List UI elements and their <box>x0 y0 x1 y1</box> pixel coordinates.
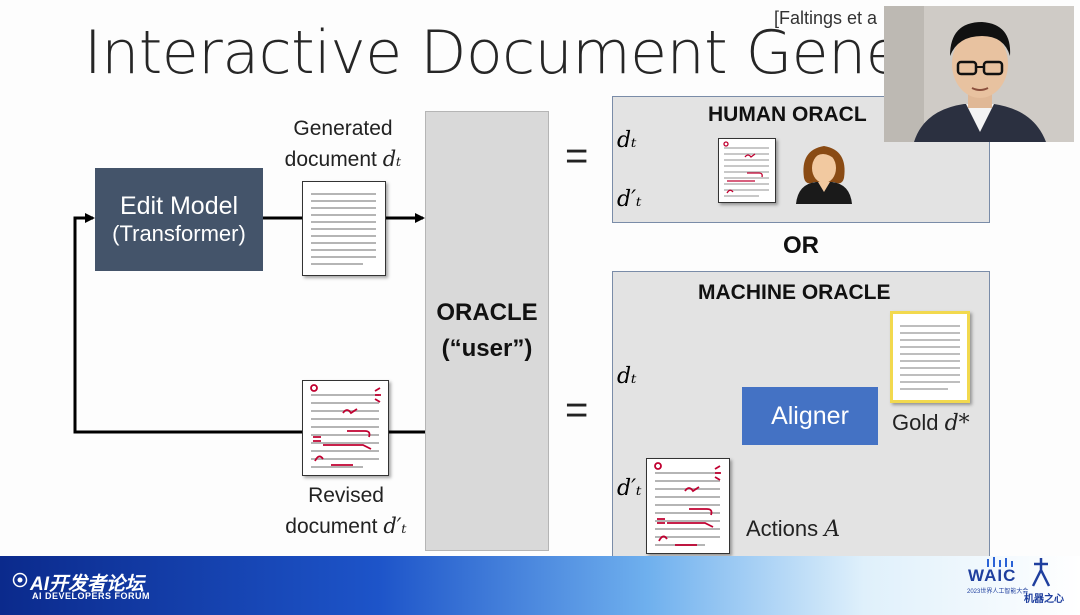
edit-model-label: Edit Model <box>119 192 239 220</box>
human-edited-document-icon <box>718 138 776 203</box>
equals-sign-human: = <box>565 134 589 178</box>
citation: [Faltings et a <box>774 8 878 28</box>
gold-document-icon <box>890 311 970 403</box>
footer-brand-en: AI DEVELOPERS FORUM <box>32 591 151 601</box>
partner-logo-icon <box>1031 558 1051 587</box>
waic-logo-icon <box>987 557 1013 567</box>
oracle-box: ORACLE (“user”) <box>425 111 549 551</box>
aligner-box: Aligner <box>742 387 878 445</box>
human-oracle-input-symbol: dₜ <box>617 128 637 153</box>
forum-logo-icon <box>12 572 28 588</box>
edit-model-sublabel: (Transformer) <box>112 221 246 246</box>
person-icon <box>796 146 852 204</box>
machine-edited-document-icon <box>646 458 730 554</box>
human-oracle-title: HUMAN ORACL <box>708 103 867 126</box>
revised-doc-label: Revised document d′ₜ <box>285 484 407 538</box>
oracle-label: ORACLE <box>436 299 538 326</box>
generated-document-icon <box>302 181 386 276</box>
equals-sign-machine: = <box>565 388 589 432</box>
footer-banner <box>0 556 1080 615</box>
human-oracle-output-symbol: d′ₜ <box>617 187 642 212</box>
gold-label: Gold d* <box>892 410 970 436</box>
machine-oracle-input-symbol: dₜ <box>617 364 637 389</box>
arrow-feedback-loop <box>73 213 302 434</box>
oracle-sublabel: (“user”) <box>441 335 533 362</box>
presenter-image <box>884 6 1074 142</box>
footer-event: WAIC <box>968 566 1017 585</box>
or-label: OR <box>783 232 819 259</box>
actions-label: Actions A <box>746 516 841 542</box>
footer-brand-cn: AI开发者论坛 <box>30 574 145 595</box>
edit-model-box: Edit Model (Transformer) <box>95 168 263 271</box>
slide-title: Interactive Document Generati <box>84 18 1002 88</box>
footer-partner: 机器之心 <box>1024 594 1064 605</box>
machine-oracle-title: MACHINE ORACLE <box>698 281 891 304</box>
generated-doc-label: Generated document dₜ <box>284 117 402 171</box>
machine-oracle-output-symbol: d′ₜ <box>617 476 642 501</box>
webcam-video <box>884 6 1074 142</box>
footer-event-sub: 2023世界人工智能大会 <box>967 589 1029 595</box>
revised-document-icon <box>302 380 389 476</box>
